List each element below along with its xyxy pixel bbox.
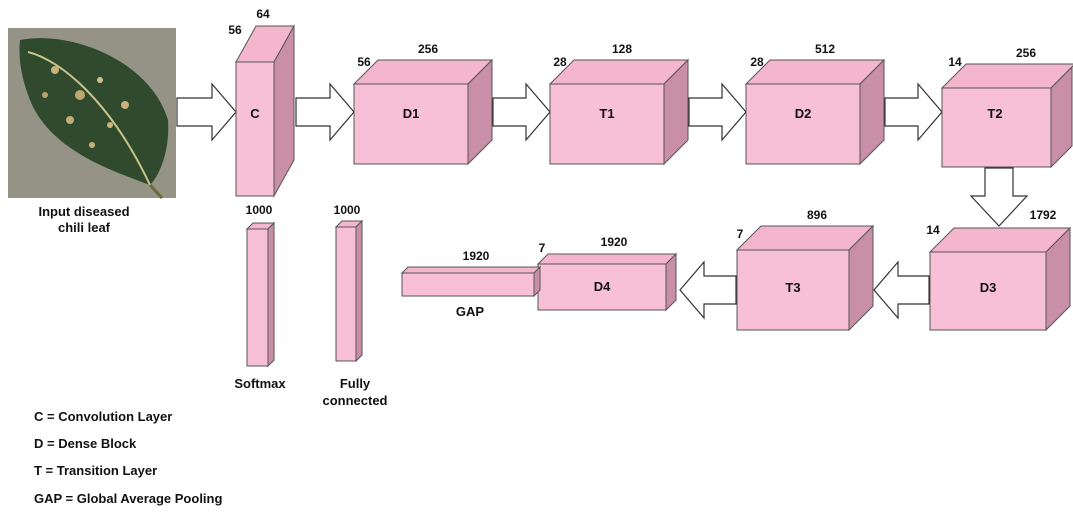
legend-item-gap: GAP = Global Average Pooling <box>34 491 222 506</box>
arrow-t2-to-d3 <box>971 168 1027 226</box>
block-t3-dim-b: 896 <box>807 208 827 222</box>
block-d3-dim-a: 14 <box>926 223 940 237</box>
block-gap <box>402 267 540 296</box>
block-t2-dim-b: 256 <box>1016 46 1036 60</box>
block-c-dim-a: 56 <box>228 23 242 37</box>
arrow-c-to-d1 <box>296 84 354 140</box>
input-caption-line1: Input diseased <box>38 204 129 219</box>
input-caption-line2: chili leaf <box>58 220 111 235</box>
block-d2-dim-a: 28 <box>750 55 764 69</box>
block-c: C <box>236 26 294 196</box>
block-t2: T2 <box>942 64 1073 167</box>
block-d4-label: D4 <box>594 279 611 294</box>
input-leaf-image <box>8 28 176 198</box>
block-d3: D3 <box>930 228 1070 330</box>
block-fully-connected-dim: 1000 <box>334 203 361 217</box>
block-d1-label: D1 <box>403 106 420 121</box>
block-t3: T3 <box>737 226 873 330</box>
legend-item-d: D = Dense Block <box>34 436 137 451</box>
block-t3-dim-a: 7 <box>737 227 744 241</box>
block-fully-connected-label-line2: connected <box>322 393 387 408</box>
block-t3-label: T3 <box>785 280 800 295</box>
block-d3-label: D3 <box>980 280 997 295</box>
block-d2-label: D2 <box>795 106 812 121</box>
arrow-d3-to-t3 <box>874 262 929 318</box>
block-d2-dim-b: 512 <box>815 42 835 56</box>
block-gap-label: GAP <box>456 304 485 319</box>
block-c-label: C <box>250 106 260 121</box>
arrow-t1-to-d2 <box>689 84 746 140</box>
block-softmax <box>247 223 274 366</box>
legend-item-t: T = Transition Layer <box>34 463 157 478</box>
block-d1-dim-b: 256 <box>418 42 438 56</box>
block-t1-label: T1 <box>599 106 614 121</box>
block-fully-connected <box>336 221 362 361</box>
arrow-input-to-c <box>177 84 236 140</box>
block-t2-dim-a: 14 <box>948 55 962 69</box>
block-d1: D1 <box>354 60 492 164</box>
block-t1: T1 <box>550 60 688 164</box>
block-d4-dim-b: 1920 <box>601 235 628 249</box>
block-t1-dim-b: 128 <box>612 42 632 56</box>
arrow-t3-to-d4 <box>680 262 736 318</box>
block-t1-dim-a: 28 <box>553 55 567 69</box>
block-c-dim-b: 64 <box>256 7 270 21</box>
legend: C = Convolution Layer D = Dense Block T … <box>34 409 222 506</box>
block-softmax-dim: 1000 <box>246 203 273 217</box>
arrow-d1-to-t1 <box>493 84 550 140</box>
block-d1-dim-a: 56 <box>357 55 371 69</box>
block-softmax-label: Softmax <box>234 376 286 391</box>
block-d3-dim-b: 1792 <box>1030 208 1057 222</box>
legend-item-c: C = Convolution Layer <box>34 409 172 424</box>
block-d2: D2 <box>746 60 884 164</box>
block-gap-dim: 1920 <box>463 249 490 263</box>
block-fully-connected-label-line1: Fully <box>340 376 371 391</box>
block-d4-dim-a: 7 <box>539 241 546 255</box>
block-d4: D4 <box>538 254 676 310</box>
arrow-d2-to-t2 <box>885 84 942 140</box>
block-t2-label: T2 <box>987 106 1002 121</box>
